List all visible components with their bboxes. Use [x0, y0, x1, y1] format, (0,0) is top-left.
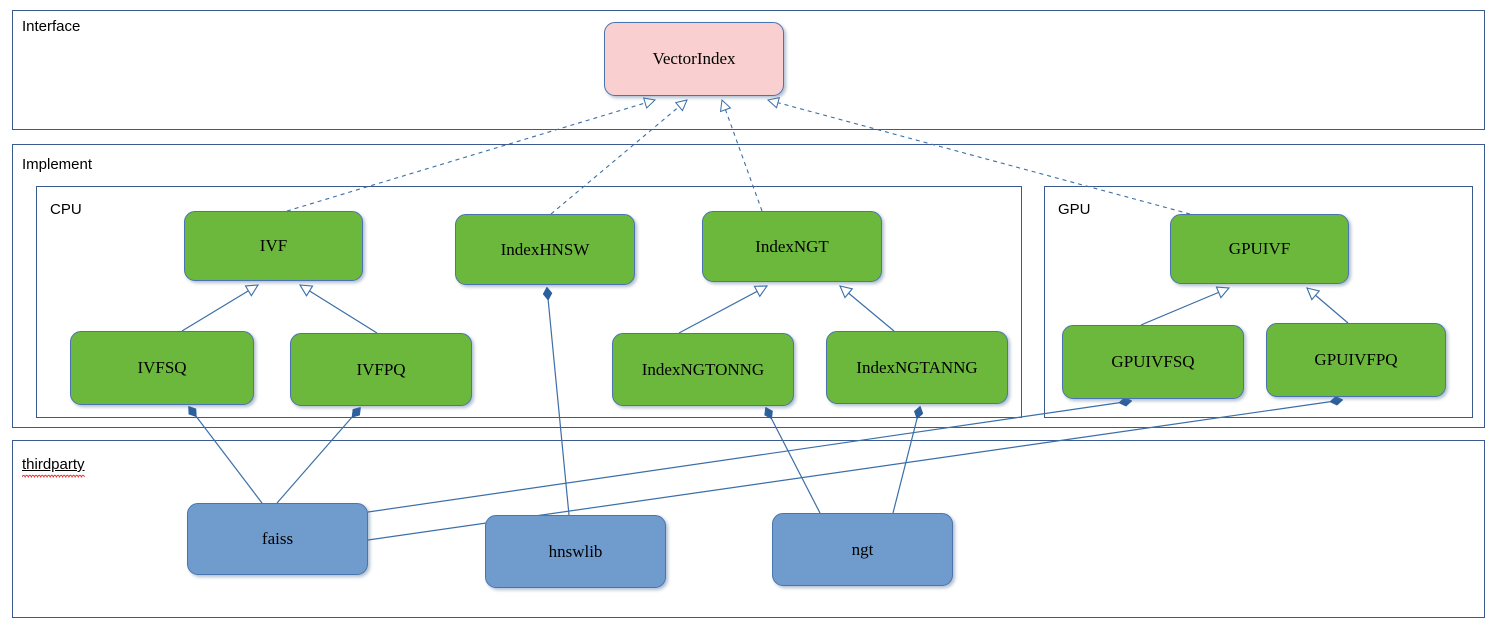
node-gpuivfpq[interactable]: GPUIVFPQ	[1266, 323, 1446, 397]
node-indexngtonng[interactable]: IndexNGTONNG	[612, 333, 794, 406]
node-gpuivfsq[interactable]: GPUIVFSQ	[1062, 325, 1244, 399]
node-ivfpq[interactable]: IVFPQ	[290, 333, 472, 406]
node-ivfsq[interactable]: IVFSQ	[70, 331, 254, 405]
container-label-interface: Interface	[22, 18, 81, 35]
node-ngt[interactable]: ngt	[772, 513, 953, 586]
node-faiss[interactable]: faiss	[187, 503, 368, 575]
spellcheck-squiggle-icon	[22, 474, 85, 478]
node-hnswlib[interactable]: hnswlib	[485, 515, 666, 588]
node-indexngt[interactable]: IndexNGT	[702, 211, 882, 282]
node-indexngtanng[interactable]: IndexNGTANNG	[826, 331, 1008, 404]
container-label-thirdparty: thirdparty	[22, 456, 85, 478]
container-label-cpu: CPU	[50, 201, 82, 218]
node-gpuivf[interactable]: GPUIVF	[1170, 214, 1349, 284]
node-vectorindex[interactable]: VectorIndex	[604, 22, 784, 96]
node-indexhnsw[interactable]: IndexHNSW	[455, 214, 635, 285]
container-label-implement: Implement	[22, 156, 93, 173]
node-ivf[interactable]: IVF	[184, 211, 363, 281]
container-label-gpu: GPU	[1058, 201, 1091, 218]
